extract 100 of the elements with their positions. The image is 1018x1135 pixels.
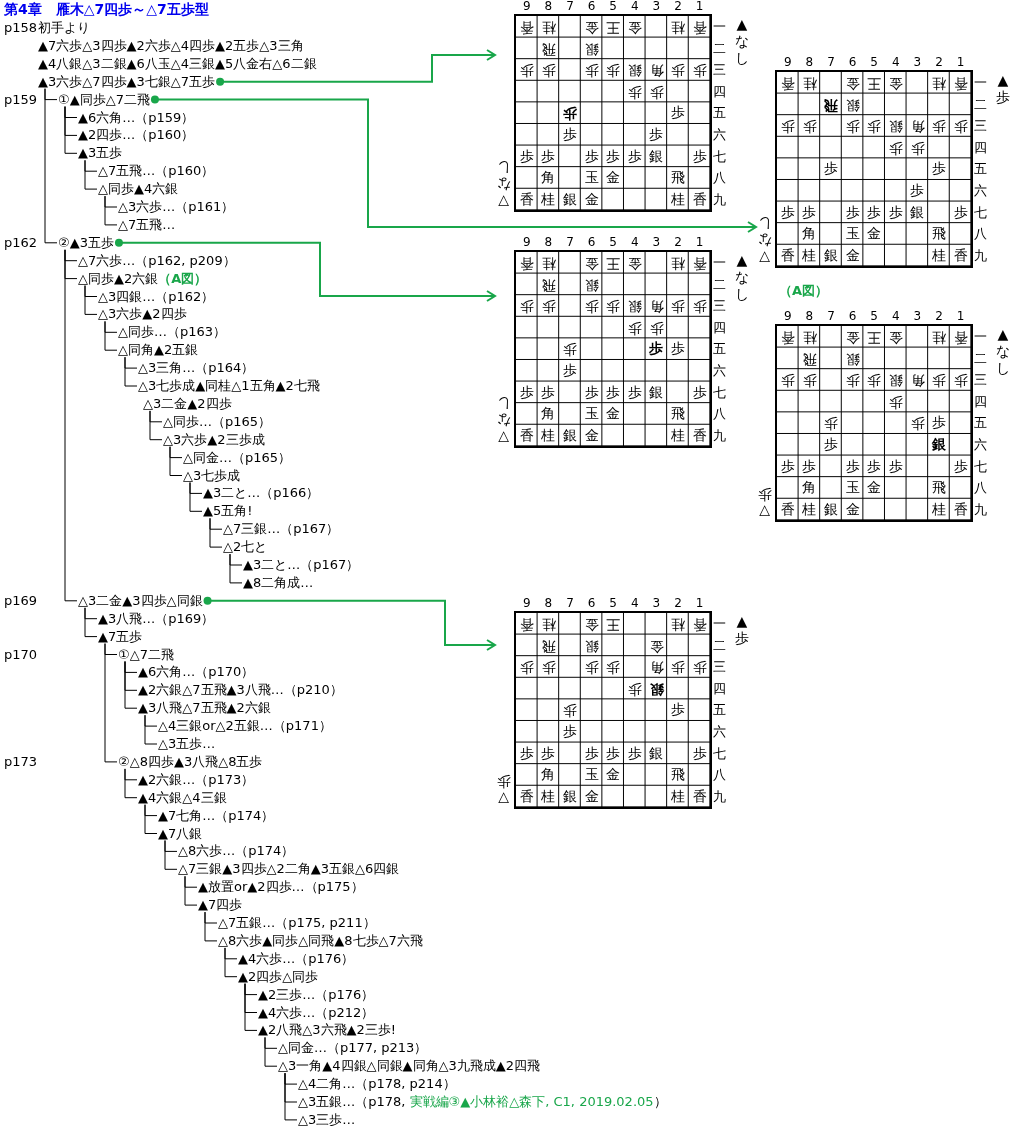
move-sequence: △7五飛…（p160） [98,163,215,180]
shogi-piece: 歩 [779,456,796,476]
move-sequence: △7三銀…（p167） [223,521,340,538]
shogi-piece: 歩 [626,319,643,339]
move-sequence: △7六歩…（p162, p209） [78,252,236,269]
shogi-piece: 歩 [540,297,557,317]
shogi-piece: 香 [518,425,535,445]
shogi-piece: 歩 [583,146,600,166]
move-sequence: ▲7四歩 [198,897,243,914]
arrow [203,596,496,651]
row-number: 四 [713,82,727,101]
shogi-piece: 歩 [866,371,883,391]
shogi-piece: 王 [866,74,883,94]
shogi-piece: 歩 [518,61,535,81]
tree-connector [104,320,118,351]
column-number: 5 [869,309,879,323]
shogi-piece: 歩 [801,117,818,137]
move-sequence: ▲4六歩…（p176） [238,950,355,967]
pieces-in-hand: ▽なし [496,159,511,211]
shogi-piece: 金 [626,254,643,274]
shogi-piece: 銀 [648,146,665,166]
column-number: 3 [651,235,662,249]
row-number: 九 [713,190,727,209]
shogi-piece: 王 [605,18,622,38]
shogi-piece: 歩 [823,415,839,434]
move-sequence: △3四銀…（p162） [98,288,215,305]
move-sequence: ▲3二と…（p167） [243,557,360,573]
shogi-piece: 金 [844,245,861,265]
move-sequence: △同歩▲4六銀 [98,181,179,198]
row-number: 七 [713,744,727,763]
shogi-piece: 香 [518,786,535,806]
shogi-piece: 歩 [583,61,600,81]
move-sequence: △3五銀…（p178, [298,1094,407,1109]
shogi-piece: 歩 [801,371,818,391]
tree-connector [184,875,198,906]
move-sequence: △4三銀or△2五銀…（p171） [158,718,332,735]
column-number: 1 [955,309,966,323]
shogi-piece: 歩 [801,456,818,476]
shogi-piece: 香 [518,615,535,635]
shogi-piece: 銀 [931,435,947,454]
move-sequence: ▲7六歩△3四歩▲2六歩△4四歩▲2五歩△3三角 [38,37,304,54]
column-number: 9 [521,0,532,13]
shogi-piece: 金 [844,74,861,94]
column-number: 5 [608,235,618,249]
shogi-piece: 歩 [887,202,904,222]
move-sequence: ▲2三歩…（p176） [258,986,375,1003]
row-number: 八 [713,766,727,785]
shogi-piece: 銀 [823,499,839,519]
row-number: 三 [713,658,727,677]
row-number: 一 [713,254,727,272]
row-number: 六 [974,182,988,200]
tree-connector [64,249,78,602]
move-sequence: △3二金▲2四歩 [143,395,232,412]
tree-connector [44,88,58,244]
move-sequence: ▲3八飛△7五飛▲2六銀 [138,700,271,717]
shogi-piece: 香 [779,74,796,94]
pieces-in-hand: ▽歩 [496,773,511,808]
shogi-piece: 歩 [931,413,947,433]
column-number: 1 [694,596,705,610]
move-sequence: △7五飛… [118,216,176,233]
shogi-piece: 歩 [691,658,708,678]
shogi-piece: 歩 [562,105,578,124]
shogi-piece: 歩 [605,658,622,678]
shogi-piece: 桂 [540,189,557,209]
page-number: p158 [4,20,38,36]
shogi-piece: 歩 [648,339,665,359]
arrow [216,49,496,86]
shogi-piece: 銀 [562,786,578,806]
column-number: 2 [673,235,683,249]
row-number: 九 [974,246,988,265]
shogi-piece: 歩 [909,139,926,159]
shogi-piece: 桂 [540,254,557,274]
tree-connector [189,482,203,512]
shogi-piece: 歩 [626,83,643,103]
row-number: 三 [974,117,988,136]
shogi-piece: 銀 [626,61,643,81]
row-number: 二 [713,275,727,294]
shogi-piece: 金 [583,786,600,806]
shogi-piece: 桂 [931,245,947,265]
shogi-piece: 歩 [626,382,643,402]
column-number: 5 [869,55,879,69]
shogi-piece: 銀 [909,202,926,222]
move-sequence: ▲2四歩△同歩 [238,968,319,985]
shogi-piece: 角 [909,371,926,391]
pieces-in-hand: ▲なし [734,252,750,303]
shogi-piece: 香 [952,245,969,265]
pieces-in-hand: ▲歩 [734,613,750,647]
tree-connector [104,643,118,763]
column-number: 4 [890,309,901,323]
shogi-piece: 銀 [562,189,578,209]
shogi-piece: 歩 [670,297,686,317]
column-number: 5 [608,0,618,13]
tree-connector [104,195,118,226]
shogi-piece: 銀 [562,425,578,445]
row-number: 八 [974,479,988,498]
shogi-piece: 歩 [562,125,578,144]
arrow [150,95,757,233]
row-number: 二 [974,95,988,114]
page-number: p162 [4,234,38,251]
shogi-piece: 銀 [583,637,600,657]
